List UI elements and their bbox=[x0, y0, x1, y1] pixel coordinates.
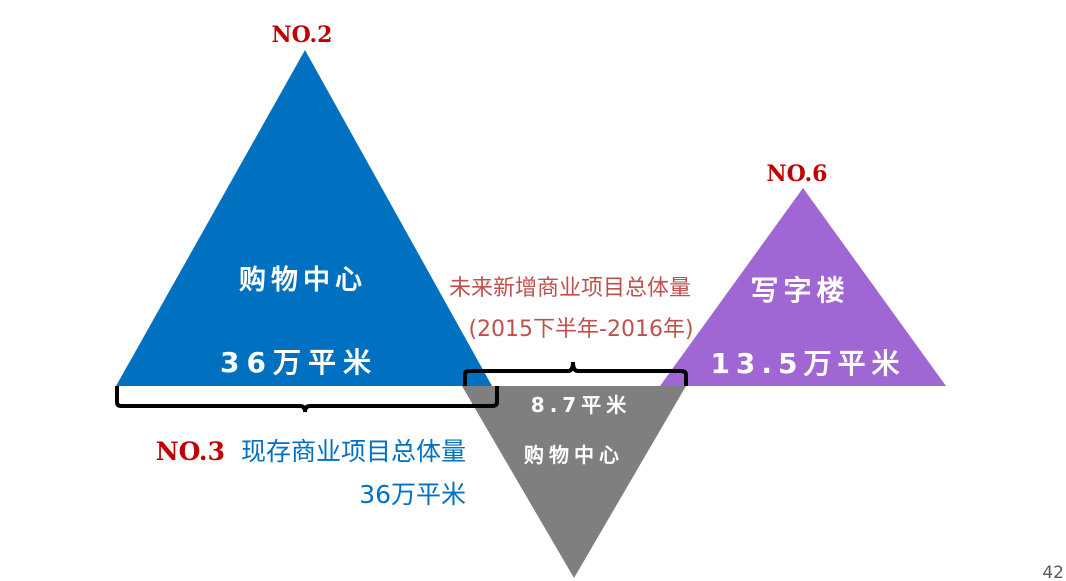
existing-value: 36万平米 bbox=[359, 480, 466, 509]
existing-bracket bbox=[115, 386, 499, 413]
office-value: 13.5万平米 bbox=[710, 347, 905, 380]
future-value: 8.7平米 bbox=[531, 393, 631, 417]
office-title: 写字楼 bbox=[750, 274, 849, 307]
future-title: 未来新增商业项目总体量 bbox=[449, 276, 691, 301]
shopping-mall-triangle bbox=[116, 50, 492, 386]
existing-label-line: NO.3 现存商业项目总体量 bbox=[156, 437, 466, 466]
existing-rank: NO.3 bbox=[156, 437, 225, 466]
shopping-mall-rank: NO.2 bbox=[272, 22, 333, 48]
page-number: 42 bbox=[1042, 563, 1064, 581]
future-bracket bbox=[463, 361, 688, 386]
future-triangle bbox=[462, 386, 686, 578]
office-triangle bbox=[660, 188, 946, 386]
existing-label: 现存商业项目总体量 bbox=[241, 437, 466, 466]
shopping-mall-title: 购物中心 bbox=[239, 265, 367, 296]
office-rank: NO.6 bbox=[767, 161, 828, 187]
future-category: 购物中心 bbox=[524, 443, 624, 467]
future-period: (2015下半年-2016年) bbox=[468, 317, 693, 342]
shopping-mall-value: 36万平米 bbox=[220, 346, 378, 379]
